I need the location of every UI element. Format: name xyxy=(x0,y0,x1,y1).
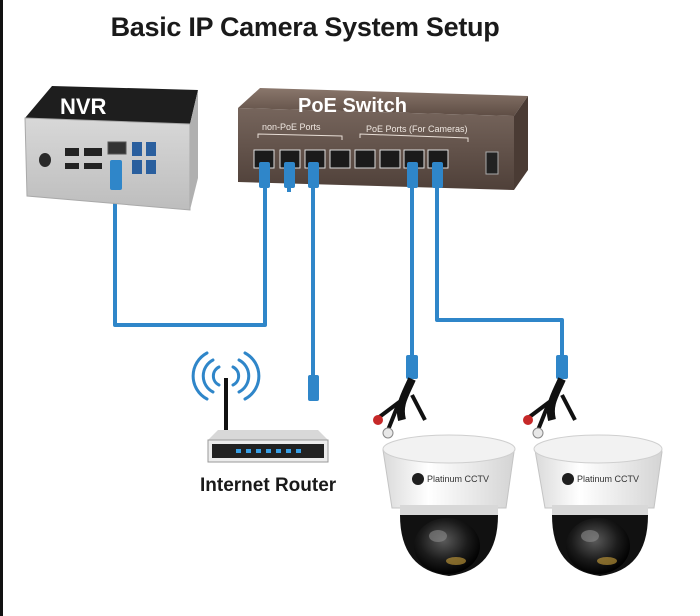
switch-power-jack xyxy=(485,151,499,175)
router-label: Internet Router xyxy=(200,475,337,496)
diagram-title: Basic IP Camera System Setup xyxy=(110,12,500,42)
poe-switch: PoE Switch non-PoE Ports PoE Ports (For … xyxy=(238,88,528,190)
nvr-ethernet-plug xyxy=(110,160,122,190)
switch-label: PoE Switch xyxy=(298,95,407,117)
left-border xyxy=(0,0,3,616)
nvr-label: NVR xyxy=(60,94,107,119)
camera-1-brand: Platinum CCTV xyxy=(427,474,489,484)
ip-camera-2: Platinum CCTV xyxy=(523,355,663,576)
router-antenna xyxy=(224,378,228,440)
nvr-device: NVR xyxy=(24,86,198,211)
router-status-leds xyxy=(236,449,301,453)
cables xyxy=(113,185,564,375)
nvr-power-button xyxy=(39,153,51,167)
ip-camera-1: Platinum CCTV xyxy=(373,355,516,576)
camera-2-brand: Platinum CCTV xyxy=(577,474,639,484)
router-cable-plug xyxy=(308,375,319,401)
camera-2-logo-icon xyxy=(562,473,574,485)
cable-nvr-to-switch xyxy=(113,185,267,327)
poe-ports-label: PoE Ports (For Cameras) xyxy=(366,124,468,134)
wifi-icon xyxy=(191,351,261,401)
camera-1-logo-icon xyxy=(412,473,424,485)
internet-router: Internet Router xyxy=(191,351,337,496)
cable-switch-to-camera-2 xyxy=(435,185,564,360)
non-poe-ports-label: non-PoE Ports xyxy=(262,122,321,132)
